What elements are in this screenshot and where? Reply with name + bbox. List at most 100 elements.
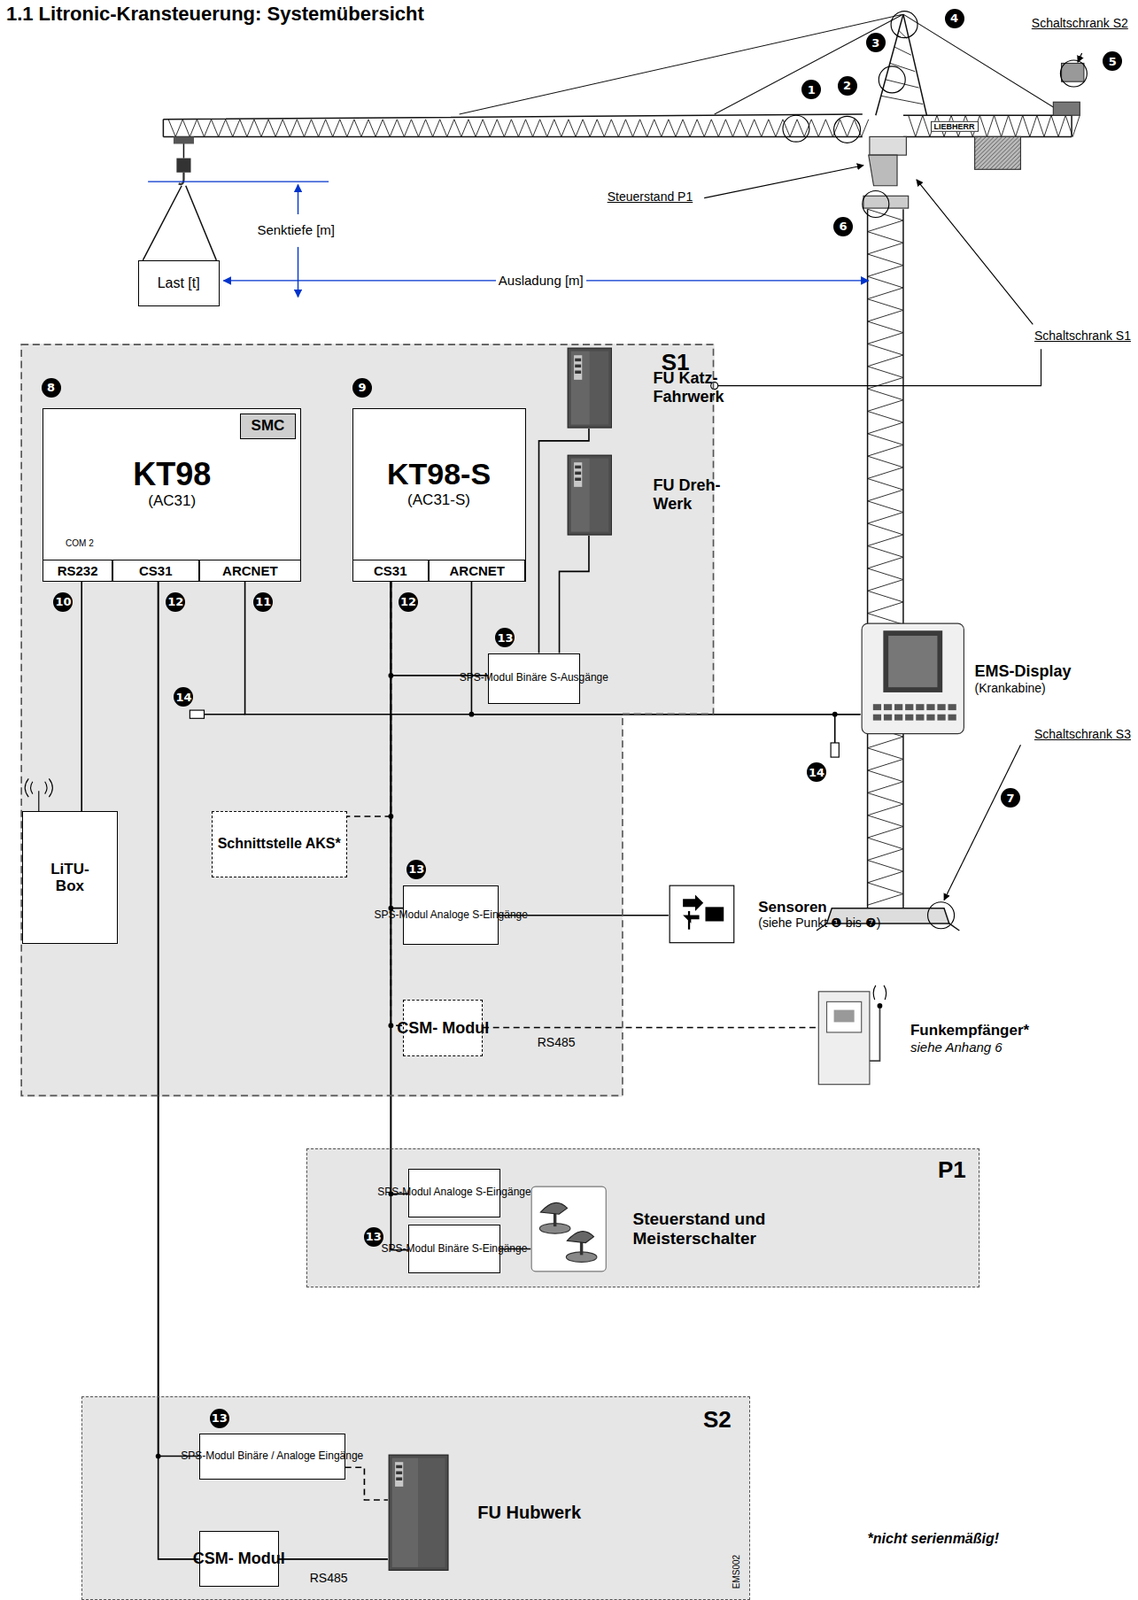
callout-number: 4 xyxy=(944,8,965,29)
node-text: S2 xyxy=(703,1407,732,1434)
node-text: KT98-S xyxy=(387,456,491,492)
cabinet-pointer: Schaltschrank S3 xyxy=(1034,727,1131,742)
node-text: LiTU- Box xyxy=(44,860,96,896)
callout-number: 7 xyxy=(1000,788,1021,808)
master-switch-icon: Steuerstand und Meisterschalter xyxy=(530,1185,786,1273)
plc-module: SPS-Modul Binäre S-Ausgänge xyxy=(487,653,581,705)
junction-dot xyxy=(155,673,838,1459)
text-group: Sensoren(siehe Punkt ❶ bis ❼) xyxy=(758,898,881,931)
node-text: SPS-Modul Binäre S-Eingänge xyxy=(381,1243,528,1256)
node-text: FU Hubwerk xyxy=(477,1502,581,1524)
callout-number: 13 xyxy=(406,859,426,880)
detail-ring xyxy=(782,11,1087,929)
region-fill xyxy=(306,1147,981,1288)
port-box: CS31 xyxy=(112,559,200,582)
node-subtext: (Krankabine) xyxy=(975,681,1072,696)
bus-line xyxy=(80,581,83,812)
node-subtext: siehe Anhang 6 xyxy=(910,1039,1030,1055)
cabinet-region: S1KT98(AC31)SMCRS232CS31ARCNETKT98-S(AC3… xyxy=(20,343,715,1098)
footnote: *nicht serienmäßig! xyxy=(867,1531,999,1548)
radio-receiver-picture xyxy=(816,979,889,1098)
master-switch-icon-picture xyxy=(530,1185,607,1273)
region-fill xyxy=(20,343,715,1097)
callout-number: 10 xyxy=(53,592,73,612)
cabinet-pointer: Schaltschrank S2 xyxy=(1029,15,1131,31)
connector-label: RS485 xyxy=(537,1035,576,1050)
region-fill xyxy=(81,1396,751,1600)
bus-terminator xyxy=(189,710,839,758)
callout-number: 5 xyxy=(1102,51,1123,71)
text-group: EMS-Display(Krankabine) xyxy=(975,662,1072,696)
bus-line xyxy=(539,428,589,654)
port-box: ARCNET xyxy=(199,559,302,582)
controller-box: KT98(AC31) SMC RS232 CS31 ARCNET xyxy=(42,408,302,582)
display-unit: EMS-Display(Krankabine) xyxy=(860,622,1072,736)
text-group: Funkempfänger*siehe Anhang 6 xyxy=(910,1021,1030,1055)
callout-number: 14 xyxy=(173,687,194,707)
bus-line xyxy=(158,581,200,1457)
callout-number: 9 xyxy=(352,378,372,398)
port-name: COM 2 xyxy=(65,539,94,550)
bus-line xyxy=(390,581,488,676)
bus-line xyxy=(278,1558,388,1561)
node-text: EMS-Display xyxy=(975,662,1072,682)
sensor-icon-picture xyxy=(668,884,736,945)
bus-line xyxy=(158,581,200,1560)
node-text: Schnittstelle AKS* xyxy=(217,836,341,852)
node-text: Sensoren xyxy=(758,898,881,917)
node-text: SPS-Modul Binäre S-Ausgänge xyxy=(459,672,609,685)
leader-line xyxy=(704,53,1082,901)
node-text: P1 xyxy=(937,1157,967,1185)
bus-line xyxy=(245,581,861,715)
controller-box: KT98-S(AC31-S)CS31ARCNET xyxy=(352,408,527,582)
inverter-cabinet-picture xyxy=(387,1454,450,1572)
text-group: FU Dreh- Werk xyxy=(653,476,751,513)
callout-number: 13 xyxy=(363,1227,384,1247)
callout-number: 1 xyxy=(801,79,821,100)
text-group: FU Hubwerk xyxy=(477,1502,581,1524)
callout-number: 8 xyxy=(41,378,62,398)
plc-module: SPS-Modul Analoge S-Eingänge xyxy=(408,1168,501,1218)
inverter-cabinet-picture xyxy=(566,347,613,429)
radio-receiver: Funkempfänger*siehe Anhang 6 xyxy=(816,979,1030,1098)
callout-number: 3 xyxy=(866,32,886,53)
display-unit-picture xyxy=(860,622,966,736)
module-box: SMC xyxy=(239,413,296,440)
node-text: FU Katz- Fahrwerk xyxy=(653,369,751,406)
load-box: Last [t] xyxy=(138,260,220,307)
plc-module: SPS-Modul Binäre / Analoge Eingänge xyxy=(199,1433,346,1480)
node-text: CSM- Modul xyxy=(396,1019,489,1038)
node-text: KT98 xyxy=(132,456,211,493)
node-text: Steuerstand und Meisterschalter xyxy=(633,1209,787,1249)
node-text: ARCNET xyxy=(222,563,279,579)
callout-number: 6 xyxy=(833,216,853,237)
node-subtext: (AC31) xyxy=(147,492,196,511)
port-box: RS232 xyxy=(42,559,112,582)
node-text: CS31 xyxy=(373,563,408,579)
brand-mark: LIEBHERR xyxy=(930,121,979,132)
control-stand-region: P1 SPS-Modul Analoge S-EingängeSPS-Modul … xyxy=(306,1148,981,1289)
inverter-cabinet-picture xyxy=(566,454,613,536)
callout-number: 14 xyxy=(806,762,827,782)
node-text: RS232 xyxy=(57,563,99,579)
callout-number: 12 xyxy=(398,592,419,612)
node-subtext: (siehe Punkt ❶ bis ❼) xyxy=(758,915,881,930)
bus-line xyxy=(390,581,403,909)
cabinet-pointer: Schaltschrank S1 xyxy=(1034,328,1131,343)
node-text: SPS-Modul Analoge S-Eingänge xyxy=(374,909,528,922)
node-text: CSM- Modul xyxy=(193,1549,286,1569)
bus-line xyxy=(559,535,589,654)
csm-module: CSM- Modul xyxy=(199,1531,279,1588)
node-text: ARCNET xyxy=(449,563,506,579)
csm-module: CSM- Modul xyxy=(402,999,483,1056)
telemetry-box: LiTU- Box xyxy=(22,811,117,945)
cab-pointer: Steuerstand P1 xyxy=(607,189,694,204)
interface-box: Schnittstelle AKS* xyxy=(211,811,348,878)
sensor-icon: Sensoren(siehe Punkt ❶ bis ❼) xyxy=(668,884,881,945)
node-text: Last [t] xyxy=(157,275,201,292)
plc-module: SPS-Modul Analoge S-Eingänge xyxy=(402,885,499,945)
inverter-cabinet: FU Dreh- Werk xyxy=(566,454,751,536)
port-box: ARCNET xyxy=(428,559,526,582)
bus-line xyxy=(347,581,392,817)
